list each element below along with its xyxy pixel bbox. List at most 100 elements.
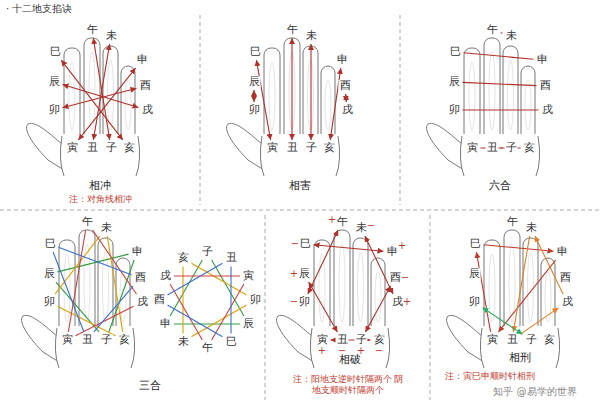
palm-fill bbox=[55, 326, 134, 368]
finger-outline bbox=[64, 48, 80, 140]
relation-line bbox=[308, 230, 338, 294]
relation-line bbox=[463, 82, 537, 85]
branch-node: 未 bbox=[305, 30, 318, 42]
branch-node: 丑 bbox=[486, 142, 499, 154]
branch-text: 巳 bbox=[470, 238, 481, 250]
thumb-outline bbox=[27, 123, 64, 170]
branch-text: 戌 bbox=[160, 270, 171, 282]
polarity-sign: − bbox=[338, 346, 346, 356]
polarity-sign: + bbox=[318, 346, 326, 356]
finger-crease bbox=[528, 252, 534, 322]
thumb-outline bbox=[427, 123, 464, 170]
branch-node: 寅 bbox=[466, 142, 479, 154]
branch-node: 酉 bbox=[539, 80, 552, 92]
branch-text: 亥 bbox=[119, 334, 130, 346]
relation-line bbox=[345, 94, 347, 102]
relation-line bbox=[291, 38, 292, 140]
relation-line bbox=[521, 308, 559, 334]
finger-crease bbox=[89, 52, 95, 130]
thumb-outline bbox=[447, 315, 484, 362]
palm-outline bbox=[60, 136, 139, 176]
branch-node: 亥 bbox=[323, 142, 336, 154]
polarity-sign: + bbox=[403, 297, 411, 307]
branch-text: 亥 bbox=[374, 334, 385, 346]
polarity-sign: − bbox=[401, 273, 409, 283]
branch-node: 辰 bbox=[48, 76, 61, 88]
branch-text: 午 bbox=[507, 216, 518, 228]
branch-node: 卯 bbox=[48, 104, 61, 116]
branch-node: 卯 bbox=[448, 104, 461, 116]
branch-text: 申 bbox=[537, 54, 548, 66]
branch-node: 酉 bbox=[389, 272, 402, 284]
relation-line bbox=[168, 305, 223, 337]
finger-crease bbox=[489, 254, 495, 322]
relation-line bbox=[484, 245, 554, 251]
relation-line bbox=[61, 60, 123, 140]
branch-text: 未 bbox=[356, 222, 367, 234]
polarity-sign: + bbox=[328, 215, 336, 225]
branch-text: 卯 bbox=[250, 294, 261, 306]
branch-node: 子 bbox=[305, 142, 318, 154]
branch-node: 寅 bbox=[61, 334, 74, 346]
panel-separator bbox=[0, 210, 600, 211]
finger-outline bbox=[334, 230, 350, 332]
relation-line bbox=[256, 60, 270, 140]
relation-line bbox=[230, 266, 231, 333]
branch-text: 巳 bbox=[226, 336, 237, 348]
thumb-outline bbox=[22, 315, 59, 362]
branch-node: 戌 bbox=[541, 104, 554, 116]
branch-text: 辰 bbox=[44, 268, 55, 280]
branch-text: 卯 bbox=[469, 296, 480, 308]
branch-node: 丑 bbox=[81, 334, 94, 346]
branch-node: 亥 bbox=[373, 334, 386, 346]
branch-text: 寅 bbox=[317, 334, 328, 346]
branch-node: 卯 bbox=[249, 294, 262, 306]
relation-line bbox=[253, 90, 254, 102]
branch-text: 辰 bbox=[49, 76, 60, 88]
branch-text: 申 bbox=[557, 246, 568, 258]
relation-line bbox=[535, 236, 563, 294]
branch-text: 巳 bbox=[250, 46, 261, 58]
relation-line bbox=[93, 38, 109, 140]
finger-crease bbox=[489, 52, 495, 130]
panel-label: 六合 bbox=[489, 179, 511, 192]
branch-text: 丑 bbox=[337, 334, 348, 346]
finger-outline bbox=[484, 38, 500, 140]
branch-node: 子 bbox=[100, 334, 113, 346]
branch-text: 午 bbox=[202, 342, 213, 354]
relation-line bbox=[53, 252, 84, 332]
branch-text: 午 bbox=[287, 24, 298, 36]
branch-node: 子 bbox=[505, 142, 518, 154]
polarity-sign: − bbox=[375, 346, 383, 356]
branch-node: 戌 bbox=[561, 296, 574, 308]
finger-outline bbox=[503, 46, 518, 140]
branch-node: 辰 bbox=[242, 318, 255, 330]
branch-node: 辰 bbox=[248, 76, 261, 88]
finger-crease bbox=[325, 80, 331, 130]
branch-text: 戌 bbox=[342, 104, 353, 116]
branch-text: 子 bbox=[356, 334, 367, 346]
panel-separator bbox=[265, 215, 266, 400]
branch-text: 酉 bbox=[154, 294, 165, 306]
branch-text: 戌 bbox=[542, 104, 553, 116]
branch-node: 子 bbox=[201, 246, 214, 258]
relation-line bbox=[174, 323, 240, 324]
relation-line bbox=[212, 260, 244, 316]
branch-text: 申 bbox=[337, 54, 348, 66]
branch-node: 未 bbox=[505, 30, 518, 42]
branch-text: 戌 bbox=[392, 296, 403, 308]
branch-node: 丑 bbox=[336, 334, 349, 346]
branch-node: 未 bbox=[355, 222, 368, 234]
branch-node: 亥 bbox=[523, 142, 536, 154]
branch-node: 戌 bbox=[159, 270, 172, 282]
branch-text: 丑 bbox=[82, 334, 93, 346]
finger-crease bbox=[469, 62, 475, 130]
finger-outline bbox=[284, 38, 300, 140]
polarity-sign: + bbox=[398, 241, 406, 251]
relation-line bbox=[168, 263, 223, 295]
branch-text: 酉 bbox=[560, 272, 571, 284]
branch-text: 丑 bbox=[226, 252, 237, 264]
branch-text: 卯 bbox=[249, 104, 260, 116]
branch-text: 酉 bbox=[390, 272, 401, 284]
branch-node: 巳 bbox=[249, 46, 262, 58]
